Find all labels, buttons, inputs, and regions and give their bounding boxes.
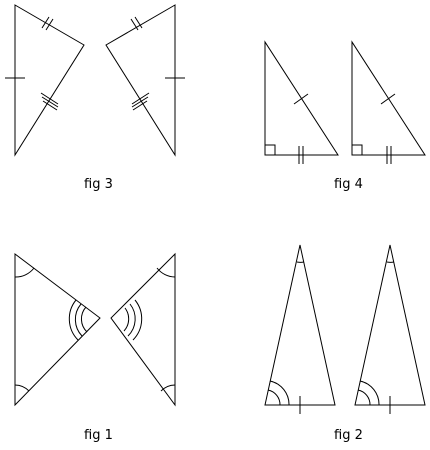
fig2-left-bottom-double-arc — [267, 380, 290, 406]
fig2-right-bottom-double-arc — [357, 380, 380, 406]
fig3-group — [5, 4, 185, 157]
fig4-right-hypotenuse-tick — [380, 93, 396, 105]
fig4-caption: fig 4 — [334, 177, 363, 192]
fig4-right-base-double-tick — [386, 146, 392, 164]
fig1-right-middle-triple-arc — [123, 299, 143, 341]
fig4-right-right-angle-mark — [352, 144, 363, 155]
fig1-left-middle-triple-arc — [68, 299, 88, 341]
fig3-left-triangle — [14, 4, 85, 157]
fig1-caption: fig 1 — [84, 428, 113, 443]
fig3-caption: fig 3 — [84, 177, 113, 192]
fig1-group — [14, 252, 176, 407]
fig1-left-top-angle-arc — [14, 267, 35, 278]
fig2-right-triangle — [354, 244, 426, 406]
fig4-left-right-angle-mark — [265, 144, 276, 155]
fig3-right-triangle — [105, 4, 176, 157]
fig1-right-triangle — [110, 252, 176, 407]
fig2-group — [264, 244, 426, 414]
fig3-right-double-tick — [130, 16, 143, 31]
fig2-caption: fig 2 — [334, 428, 363, 443]
fig3-left-double-tick — [41, 16, 54, 31]
fig1-left-bottom-angle-arc — [14, 384, 30, 392]
fig4-group — [264, 40, 426, 164]
fig1-right-top-angle-arc — [156, 267, 176, 278]
fig3-left-triple-tick — [40, 92, 59, 111]
fig4-left-base-double-tick — [298, 146, 304, 164]
fig3-right-triple-tick — [131, 92, 150, 111]
fig2-left-triangle — [264, 244, 336, 406]
fig1-left-triangle — [14, 252, 101, 407]
fig1-right-bottom-angle-arc — [160, 384, 176, 392]
fig4-left-hypotenuse-tick — [293, 93, 309, 105]
